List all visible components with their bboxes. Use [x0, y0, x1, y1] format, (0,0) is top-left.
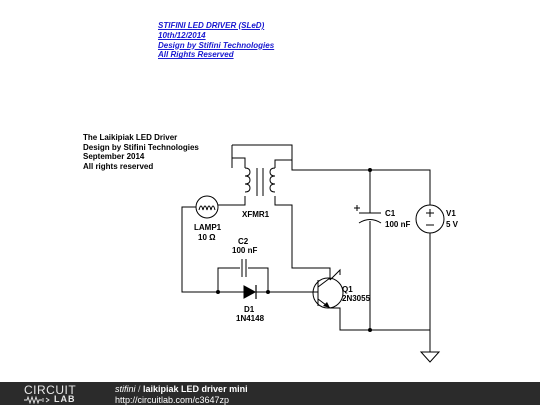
ground-icon: [419, 351, 441, 363]
d1-value: 1N4148: [236, 314, 265, 323]
header-note-line: All Rights Reserved: [158, 50, 234, 60]
junction-dot: [266, 290, 270, 294]
v1-name: V1: [446, 209, 456, 218]
c2-name: C2: [238, 237, 249, 246]
lamp1-value: 10 Ω: [198, 233, 216, 242]
design-note-line: The Laikipiak LED Driver: [83, 133, 178, 142]
footer-separator: /: [135, 384, 144, 394]
lamp1-name: LAMP1: [194, 223, 222, 232]
logo-top-text: CIRCUIT: [24, 383, 77, 397]
wire: [217, 267, 269, 292]
c1-plus-sign: [354, 205, 360, 211]
wire: [274, 159, 331, 280]
c2-plates: [241, 259, 247, 277]
c1-value: 100 nF: [385, 220, 410, 229]
circuitlab-logo[interactable]: CIRCUIT LAB: [24, 382, 94, 405]
d1-name: D1: [244, 305, 255, 314]
q1-value: 2N3055: [342, 294, 371, 303]
design-note-line: All rights reserved: [83, 161, 154, 171]
header-note-line: 10th/12/2014: [158, 30, 206, 40]
q1-collector: [317, 277, 331, 288]
wire: [231, 144, 431, 205]
header-note: STIFINI LED DRIVER (SLeD) 10th/12/2014 D…: [158, 21, 274, 60]
header-note-line: Design by Stifini Technologies: [158, 40, 275, 50]
schematic-canvas[interactable]: LAMP1 10 Ω XFMR1 C2 100 nF D1 1N4148 Q1 …: [0, 0, 540, 382]
q1-symbol[interactable]: [312, 277, 344, 309]
xfmr1-name: XFMR1: [242, 210, 270, 219]
design-note-line: September 2014: [83, 152, 145, 161]
wire: [217, 157, 246, 206]
footer-url[interactable]: http://circuitlab.com/c3647zp: [115, 395, 230, 405]
c2-value: 100 nF: [232, 246, 257, 255]
d1-symbol[interactable]: [243, 285, 257, 299]
logo-bottom-text: LAB: [54, 394, 76, 404]
v1-value: 5 V: [446, 220, 459, 229]
footer-title-line: stifini / laikipiak LED driver mini: [115, 384, 248, 394]
q1-name: Q1: [342, 285, 353, 294]
wire: [181, 206, 218, 293]
lamp1-symbol[interactable]: [195, 195, 219, 219]
design-note-line: Design by Stifini Technologies: [83, 142, 199, 152]
xfmr1-secondary-coil: [269, 167, 276, 193]
footer-user-link[interactable]: stifini: [115, 384, 136, 394]
xfmr1-core: [256, 168, 264, 196]
wire: [329, 268, 341, 281]
footer-circuit-title[interactable]: laikipiak LED driver mini: [143, 384, 248, 394]
design-note: The Laikipiak LED Driver Design by Stifi…: [83, 133, 199, 171]
c1-name: C1: [385, 209, 396, 218]
header-note-line: STIFINI LED DRIVER (SLeD): [158, 21, 265, 30]
junction-dot: [368, 168, 372, 172]
footer-bar: CIRCUIT LAB stifini / laikipiak LED driv…: [0, 382, 540, 405]
c1-curved-plate: [358, 219, 382, 224]
v1-symbol[interactable]: [415, 204, 445, 234]
logo-wave-icon: [24, 395, 50, 404]
q1-emitter-arrow: [323, 302, 330, 308]
junction-dot: [216, 290, 220, 294]
xfmr1-primary-coil: [244, 167, 251, 193]
junction-dot: [368, 328, 372, 332]
wire: [369, 170, 430, 331]
